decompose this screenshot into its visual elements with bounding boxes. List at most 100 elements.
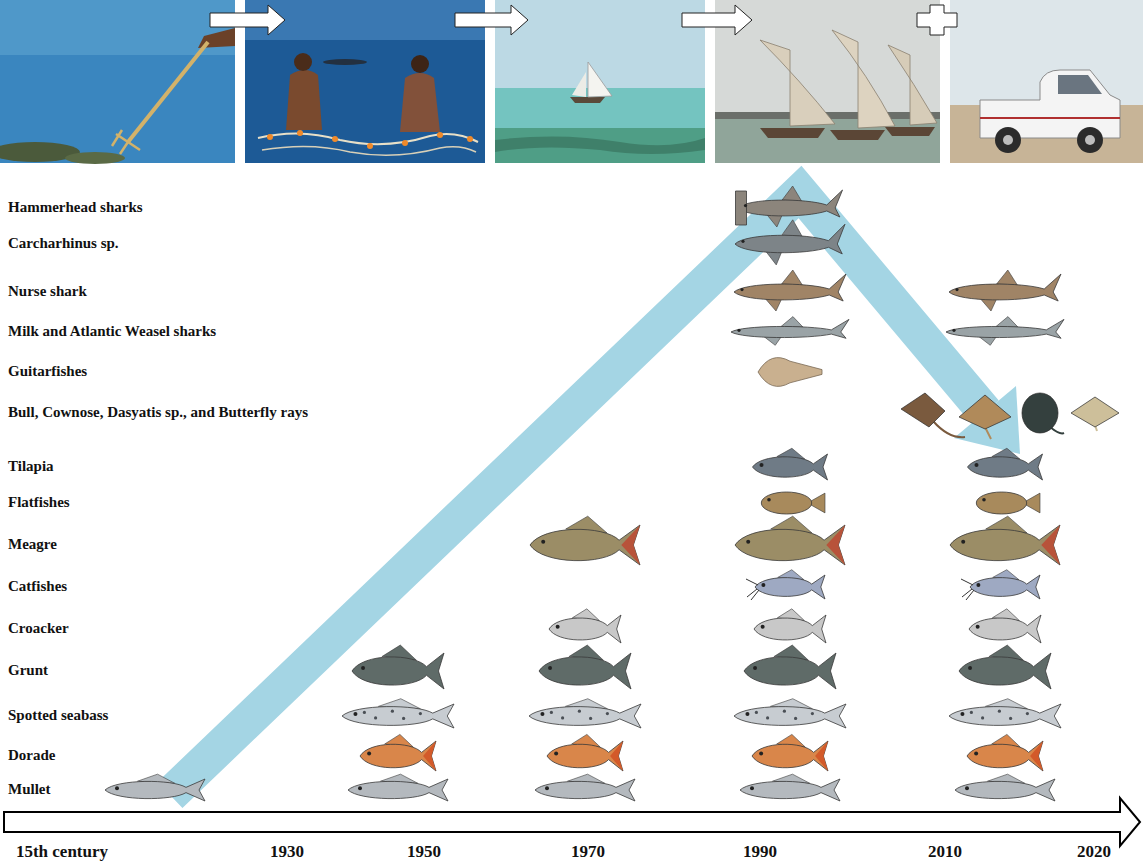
species-icon <box>734 270 846 311</box>
timeline-year: 1990 <box>743 842 777 862</box>
spot <box>419 712 422 715</box>
species-icon <box>105 774 205 801</box>
spot <box>811 712 814 715</box>
photo-sailboat <box>495 0 705 163</box>
spear <box>128 42 208 142</box>
trend-arrowhead <box>954 386 1020 454</box>
eye <box>761 625 765 629</box>
species-icon <box>976 492 1040 514</box>
species-icon <box>753 448 828 480</box>
fish-body <box>959 653 1051 689</box>
eye <box>556 625 560 629</box>
eye <box>554 752 558 756</box>
spot <box>561 716 564 719</box>
tail <box>1041 525 1060 565</box>
eye <box>545 786 549 790</box>
net-floats <box>267 130 473 149</box>
species-icon <box>761 492 825 514</box>
spot <box>550 711 553 714</box>
spot <box>606 712 609 715</box>
eye <box>353 712 357 716</box>
dorsal-fin <box>782 220 802 237</box>
timeline-year: 1930 <box>270 842 304 862</box>
fish-body <box>105 779 205 801</box>
eye <box>952 329 955 332</box>
species-icon <box>529 699 641 728</box>
hull <box>570 97 605 103</box>
guitarfish-body <box>758 358 822 387</box>
spot <box>970 711 973 714</box>
species-icon <box>735 220 845 265</box>
photo-truck <box>950 0 1143 163</box>
fish-body <box>752 741 828 771</box>
species-icon <box>752 734 828 771</box>
species-name: Meagre <box>8 536 57 553</box>
eye <box>961 540 965 544</box>
photo-spear-fishing <box>0 0 235 164</box>
timeline-year: 1950 <box>407 842 441 862</box>
fisherman <box>286 70 322 130</box>
species-icon <box>968 448 1043 480</box>
eye <box>965 786 969 790</box>
species-icon <box>949 270 1061 311</box>
spot <box>981 716 984 719</box>
species-name: Mullet <box>8 781 51 798</box>
species-icon <box>735 516 845 565</box>
species-icon <box>352 645 444 689</box>
spot <box>794 717 797 720</box>
truck-window <box>1058 75 1102 94</box>
step-arrow <box>682 5 752 35</box>
species-name: Milk and Atlantic Weasel sharks <box>8 323 216 340</box>
plus-sign <box>917 5 957 35</box>
spot <box>1026 712 1029 715</box>
spot <box>402 717 405 720</box>
species-icon <box>961 570 1040 600</box>
sail <box>760 40 835 126</box>
trend-arrow <box>170 192 1020 795</box>
shark-body <box>949 274 1061 301</box>
eye <box>548 666 552 670</box>
spot <box>1009 717 1012 720</box>
eye <box>974 752 978 756</box>
barbels <box>961 579 974 600</box>
eye <box>367 752 371 756</box>
species-icon <box>1071 397 1119 431</box>
sequence-arrows <box>210 5 957 35</box>
species-icon <box>731 317 849 346</box>
tail <box>423 741 436 771</box>
fish-body <box>734 704 846 728</box>
shark-body <box>731 319 849 338</box>
species-icon <box>535 774 635 801</box>
fish-body <box>967 741 1043 771</box>
fish-body <box>547 741 623 771</box>
fish-body <box>535 779 635 801</box>
step-arrow <box>210 5 285 35</box>
spot <box>783 710 786 713</box>
species-icon <box>901 393 965 437</box>
tail <box>610 741 623 771</box>
eye <box>968 666 972 670</box>
water <box>0 0 235 55</box>
boat <box>323 59 367 65</box>
truck-body <box>980 70 1120 138</box>
eye <box>750 786 754 790</box>
eye <box>955 288 958 291</box>
species-icon <box>342 699 454 728</box>
species-icon <box>348 774 448 801</box>
spot <box>766 716 769 719</box>
species-icon <box>744 645 836 689</box>
flatfish-body <box>761 492 811 514</box>
float <box>437 132 443 138</box>
hull <box>885 127 935 136</box>
tail <box>815 741 828 771</box>
float <box>297 130 303 136</box>
fish-body <box>744 653 836 689</box>
fish-body <box>968 454 1043 480</box>
hubcap <box>1085 135 1095 145</box>
timeline-year: 1970 <box>571 842 605 862</box>
species-icons <box>105 186 1119 801</box>
eye <box>361 666 365 670</box>
sky <box>715 0 940 163</box>
